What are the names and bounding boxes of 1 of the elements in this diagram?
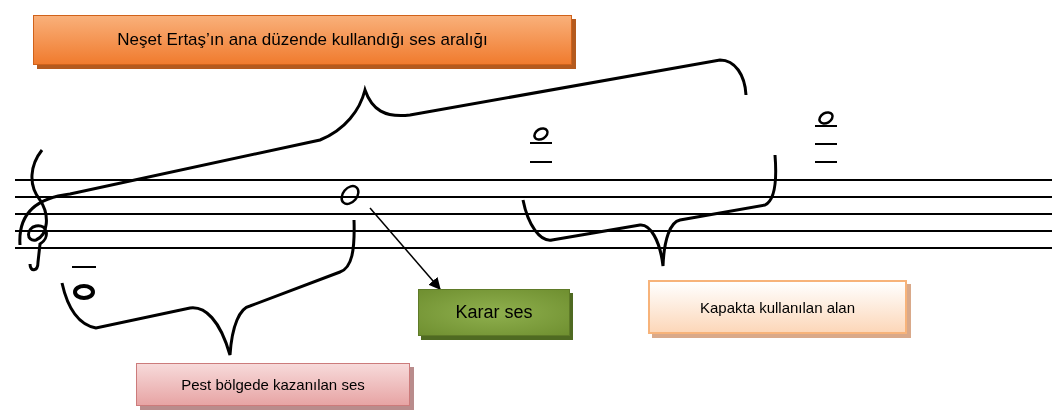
arrow (369, 207, 441, 290)
